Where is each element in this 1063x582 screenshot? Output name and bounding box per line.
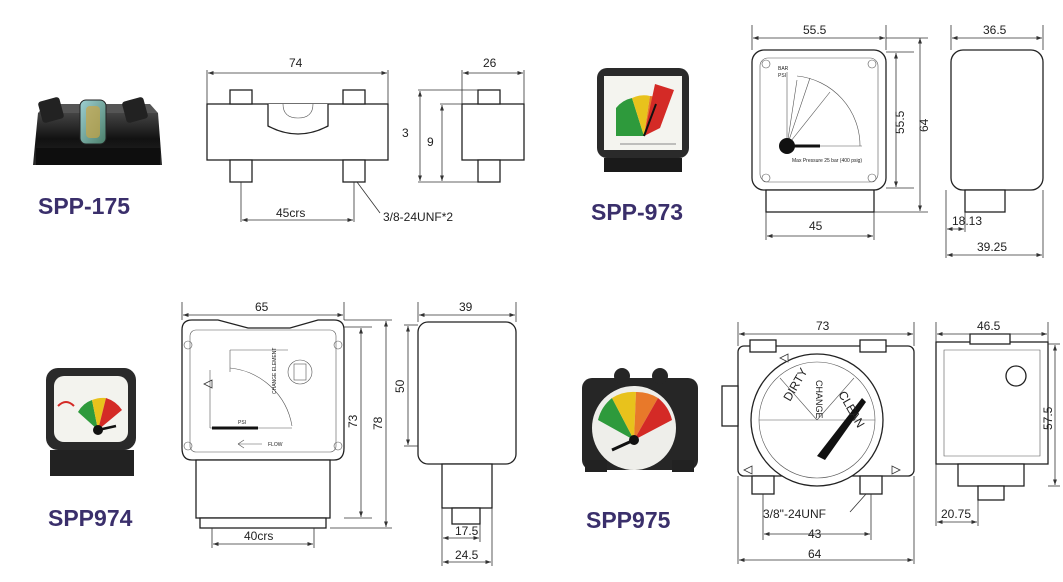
spp974-product-photo xyxy=(46,368,136,476)
spp974-front-view xyxy=(181,302,392,548)
spp175-crs-dim: 45crs xyxy=(276,206,305,220)
spp973-side-view xyxy=(945,25,1044,258)
spp974-depth-dim: 39 xyxy=(459,300,473,314)
spp175-depth-dim: 26 xyxy=(483,56,497,70)
spp175-height2-dim: 9 xyxy=(427,135,434,149)
spp974-dial-flow: FLOW xyxy=(268,442,283,448)
spp973-product-photo xyxy=(597,68,689,172)
spp974-crs-dim: 40crs xyxy=(244,529,273,543)
spp974-side-view xyxy=(404,302,517,566)
spp973-height2-dim: 64 xyxy=(917,118,931,132)
spp175-product-photo xyxy=(33,97,162,165)
spp974-side-height-dim: 50 xyxy=(393,379,407,393)
spp975-dial-change: CHANGE xyxy=(814,380,824,419)
spp975-side-view xyxy=(935,322,1060,526)
spp973-side-total-dim: 39.25 xyxy=(977,240,1007,254)
spp975-crs-dim: 43 xyxy=(808,527,822,541)
spp175-thread-dim: 3/8-24UNF*2 xyxy=(383,210,453,224)
spp973-front-view xyxy=(751,25,928,240)
spp975-depth-dim: 46.5 xyxy=(977,319,1001,333)
spp175-height-dim: 3 xyxy=(402,126,409,140)
spp973-bottom-dim: 45 xyxy=(809,219,823,233)
spp175-side-view xyxy=(418,70,525,183)
spp974-side-bottom-dim: 17.5 xyxy=(455,524,479,538)
spp973-model-label: SPP-973 xyxy=(591,199,683,225)
spp973-width-dim: 55.5 xyxy=(803,23,827,37)
spp973-dial-psi: PSI xyxy=(778,73,786,79)
spp975-model-label: SPP975 xyxy=(586,507,671,533)
spp974-dial-change: CHANGE ELEMENT xyxy=(272,348,278,394)
spp974-height2-dim: 78 xyxy=(371,416,385,430)
spp975-front-view xyxy=(721,322,915,564)
spp975-product-photo xyxy=(582,368,698,472)
spp973-dial-bar: BAR xyxy=(778,66,789,72)
spp975-thread-dim: 3/8"-24UNF xyxy=(763,507,826,521)
spp175-front-view xyxy=(206,70,389,222)
spp974-side-total-dim: 24.5 xyxy=(455,548,479,562)
spp175-model-label: SPP-175 xyxy=(38,193,130,219)
spp974-width-dim: 65 xyxy=(255,300,269,314)
spp973-depth-dim: 36.5 xyxy=(983,23,1007,37)
spp975-width-dim: 73 xyxy=(816,319,830,333)
spp175-width-dim: 74 xyxy=(289,56,303,70)
spp975-side-bottom-dim: 20.75 xyxy=(941,507,971,521)
spp974-model-label: SPP974 xyxy=(48,505,133,531)
spp974-height-dim: 73 xyxy=(346,414,360,428)
spp975-height-dim: 57.5 xyxy=(1041,406,1055,430)
spp975-total-dim: 64 xyxy=(808,547,822,561)
spp973-side-bottom-dim: 18.13 xyxy=(952,214,982,228)
spp973-dial-footer: Max Pressure 25 bar (400 psig) xyxy=(792,158,862,164)
spp974-dial-psi: PSI xyxy=(238,420,246,426)
spp973-height-dim: 55.5 xyxy=(893,110,907,134)
